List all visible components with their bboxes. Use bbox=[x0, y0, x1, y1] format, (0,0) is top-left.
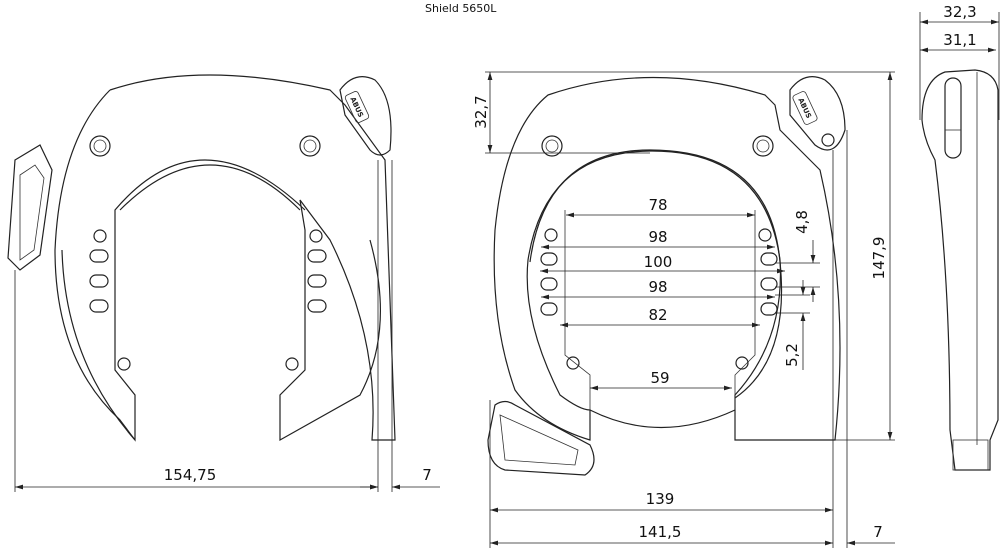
bottom-opening-59-label: 59 bbox=[650, 369, 669, 387]
slot-spacing-5-2-label: 5,2 bbox=[783, 343, 801, 367]
width-139-label: 139 bbox=[646, 490, 675, 508]
width-141-5-label: 141,5 bbox=[639, 523, 682, 541]
height-147-9-label: 147,9 bbox=[870, 237, 888, 280]
side-view-dimensions: 32,3 31,1 bbox=[919, 3, 1000, 120]
inner-width-78-label: 78 bbox=[648, 196, 667, 214]
inner-width-100-label: 100 bbox=[644, 253, 673, 271]
inner-width-98b-label: 98 bbox=[648, 278, 667, 296]
lock-cylinder-housing bbox=[339, 76, 392, 156]
front-view-dimensions: 154,75 7 bbox=[14, 160, 440, 492]
top-offset-32-7-label: 32,7 bbox=[472, 95, 490, 128]
inner-width-98-label: 98 bbox=[648, 228, 667, 246]
inner-width-82-label: 82 bbox=[648, 306, 667, 324]
slot-spacing-4-8-label: 4,8 bbox=[793, 210, 811, 234]
offset-7-label-left: 7 bbox=[422, 466, 432, 484]
drawing-title: Shield 5650L bbox=[425, 2, 497, 15]
brand-badge bbox=[344, 91, 370, 123]
offset-7-label-right: 7 bbox=[873, 523, 883, 541]
brand-mark-middle: ABUS bbox=[796, 97, 812, 120]
key-handle bbox=[7, 144, 53, 271]
depth-32-3-label: 32,3 bbox=[943, 3, 976, 21]
dimensioned-view-lock: ABUS bbox=[487, 76, 846, 476]
dimensioned-view-dimensions: 32,7 147,9 78 98 100 98 82 59 4,8 5,2 13… bbox=[472, 71, 895, 548]
width-154-75-label: 154,75 bbox=[164, 466, 217, 484]
brand-mark-left: ABUS bbox=[348, 96, 364, 119]
lock-cylinder-housing bbox=[789, 76, 846, 151]
key-handle bbox=[487, 400, 595, 476]
front-view-lock: ABUS bbox=[7, 74, 396, 442]
depth-31-1-label: 31,1 bbox=[943, 31, 976, 49]
side-view-lock bbox=[921, 69, 999, 471]
brand-badge bbox=[792, 91, 818, 125]
